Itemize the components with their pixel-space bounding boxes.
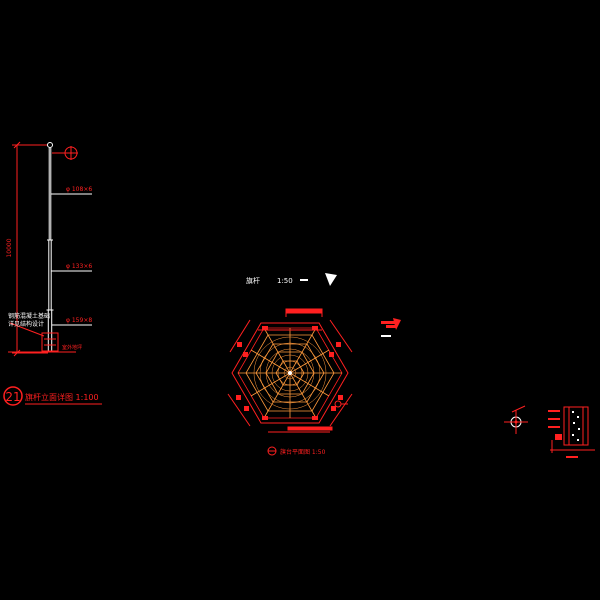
height-dim-text: 10000	[6, 238, 13, 257]
plan-tag-1: 旗杆	[246, 276, 260, 285]
plan-title-badge	[267, 446, 277, 456]
plan-tag-2: 1:50	[277, 277, 293, 285]
plan-dim-ticks	[236, 326, 343, 420]
base-note-line1: 钢筋混凝土基础	[8, 312, 50, 320]
paving-pattern	[253, 336, 327, 410]
base-note-leader	[9, 322, 45, 337]
spec-leaders	[51, 193, 92, 326]
title-number-badge: 21	[3, 386, 23, 406]
section-marker	[334, 400, 348, 408]
radial-spokes	[238, 327, 342, 419]
north-arrow-symbol	[300, 273, 337, 286]
spec-mid-label: φ 133×6	[66, 263, 92, 270]
ground-label: 室外地坪	[62, 344, 82, 351]
pole-center-mark	[288, 371, 292, 375]
finial-ball	[47, 142, 53, 148]
plan-title: 旗台平面图 1:50	[280, 448, 326, 456]
foundation-section-detail	[548, 406, 595, 458]
drawing-title: 旗杆立面详图 1:100	[25, 392, 99, 402]
detail-marker-upper	[381, 318, 401, 337]
base-note-line2: 详见结构设计	[8, 320, 44, 328]
outer-hexagon	[231, 322, 349, 424]
detail-callout-symbol	[52, 146, 78, 160]
flagpole-elevation: 10000 φ 108×6 φ 133×6 φ 159×8	[3, 141, 102, 406]
pole-base	[8, 332, 76, 353]
pole-joint-section	[504, 405, 528, 434]
height-dimension	[12, 141, 48, 357]
spec-top-label: φ 108×6	[66, 186, 92, 193]
plan-dimensions	[227, 308, 353, 433]
spec-bottom-label: φ 159×8	[66, 317, 92, 324]
pole-body	[46, 142, 54, 352]
title-number: 21	[5, 390, 20, 404]
flag-platform-plan: 旗杆 1:50	[227, 273, 353, 456]
